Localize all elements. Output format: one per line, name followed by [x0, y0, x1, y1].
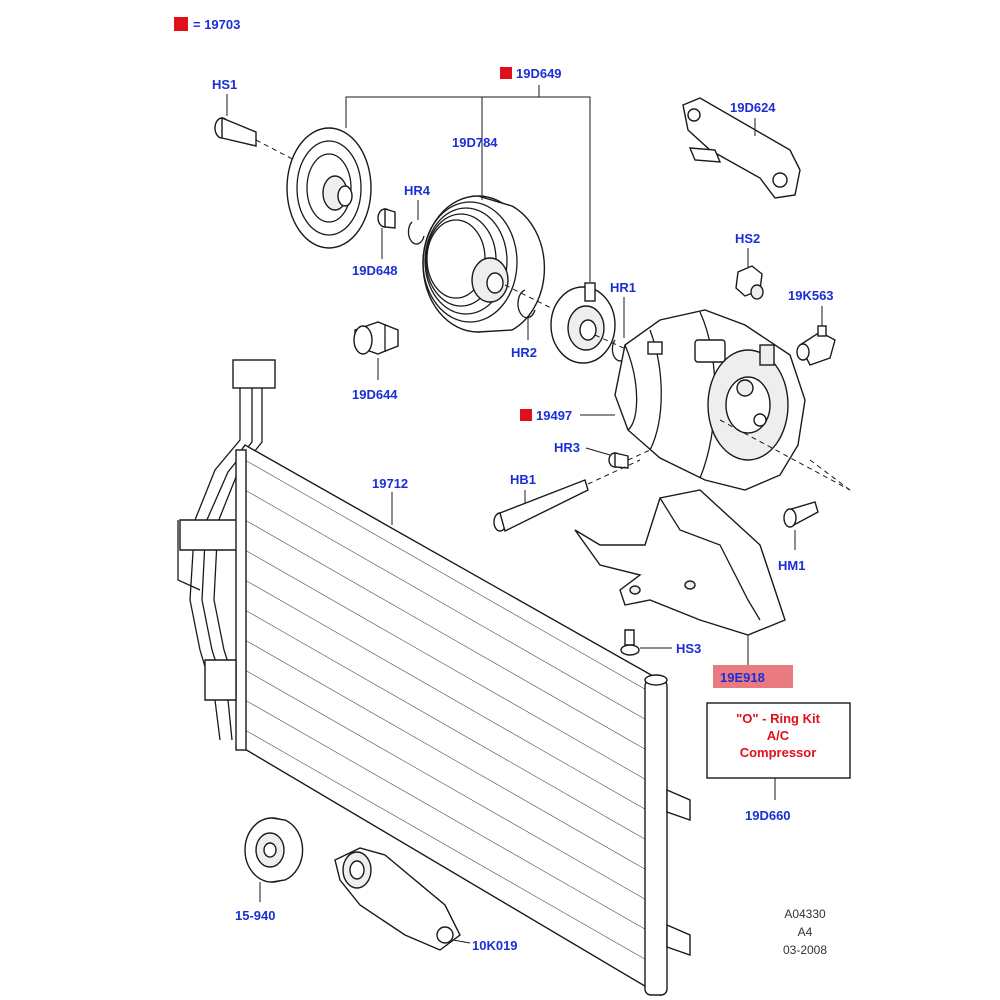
- marker-19497: [520, 409, 532, 421]
- kit-box-line3: Compressor: [740, 745, 817, 760]
- legend: = 19703: [174, 17, 240, 32]
- label-19e918: 19E918: [720, 670, 765, 685]
- clutch-front-plate: [286, 127, 372, 249]
- bracket-19d649: 19D649: [345, 66, 591, 282]
- label-10k019: 10K019: [472, 938, 518, 953]
- shim-19d648: 19D648: [352, 208, 398, 278]
- bolt-hs3: HS3: [620, 629, 701, 656]
- snap-ring-hr4: HR4: [404, 183, 431, 245]
- label-hs1: HS1: [212, 77, 237, 92]
- label-hr4: HR4: [404, 183, 431, 198]
- bolt-hb1: HB1: [493, 459, 641, 533]
- bracket-10k019: 10K019: [334, 847, 518, 953]
- heat-shield-19e918: 19E918: [574, 489, 793, 688]
- field-coil: [550, 282, 616, 364]
- label-hr2: HR2: [511, 345, 537, 360]
- bracket-19d624: 19D624: [682, 97, 801, 199]
- reference-date: 03-2008: [783, 943, 827, 957]
- kit-box-line1: "O" - Ring Kit: [736, 711, 820, 726]
- pulley-19d784: [422, 150, 546, 333]
- label-hs3: HS3: [676, 641, 701, 656]
- fitting-19d644: 19D644: [352, 321, 399, 402]
- label-hr1: HR1: [610, 280, 636, 295]
- condenser-fins: [244, 459, 651, 963]
- compressor-19497: 19497: [520, 309, 851, 491]
- kit-box-frame: [706, 702, 851, 779]
- label-19712: 19712: [372, 476, 408, 491]
- label-19d648: 19D648: [352, 263, 398, 278]
- pressure-switch-19k563: 19K563: [788, 288, 836, 366]
- label-19d644: 19D644: [352, 387, 398, 402]
- label-hm1: HM1: [778, 558, 805, 573]
- legend-text: = 19703: [193, 17, 240, 32]
- condenser-19712: 19712: [177, 359, 691, 997]
- oring-kit-box: "O" - Ring Kit A/C Compressor 19D660: [706, 702, 851, 823]
- label-hr3: HR3: [554, 440, 580, 455]
- label-19d784: 19D784: [452, 135, 498, 150]
- snap-ring-hr1: HR1: [594, 280, 651, 362]
- spacer-hr3: HR3: [554, 440, 651, 469]
- label-15940: 15-940: [235, 908, 275, 923]
- label-19k563: 19K563: [788, 288, 834, 303]
- label-19497: 19497: [536, 408, 572, 423]
- marker-19d649: [500, 67, 512, 79]
- reference-size: A4: [798, 925, 813, 939]
- label-hs2: HS2: [735, 231, 760, 246]
- kit-box-line2: A/C: [767, 728, 790, 743]
- reference-block: A04330 A4 03-2008: [783, 907, 827, 957]
- reference-code: A04330: [784, 907, 826, 921]
- bolt-hm1: HM1: [778, 501, 819, 573]
- label-19d649: 19D649: [516, 66, 562, 81]
- legend-marker: [174, 17, 188, 31]
- bolt-hs1: HS1: [212, 77, 301, 164]
- idler-pulley-15940: 15-940: [235, 817, 304, 923]
- label-19d660: 19D660: [745, 808, 791, 823]
- label-19d624: 19D624: [730, 100, 776, 115]
- label-hb1: HB1: [510, 472, 536, 487]
- bolt-hs2: HS2: [735, 231, 764, 300]
- highlight-19e918: [713, 665, 793, 688]
